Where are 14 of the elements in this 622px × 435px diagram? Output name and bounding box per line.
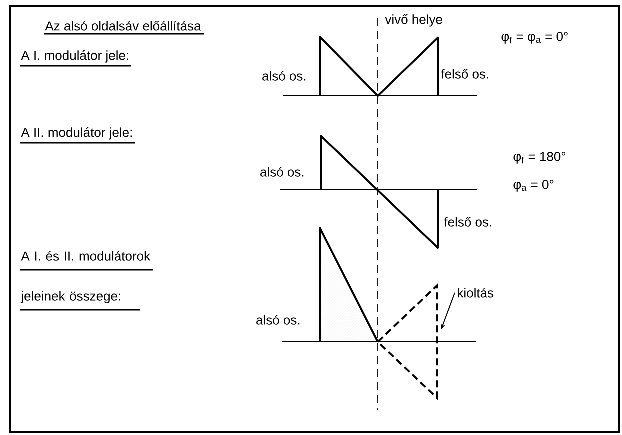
band-label: alsó os. [262, 71, 306, 81]
carrier-label: vivő helye [385, 14, 442, 27]
phase-formula: φ$_{a}$ = 0° [514, 180, 554, 192]
title: Az alsó oldalsáv előállítása [45, 21, 202, 31]
band-label: felső os. [444, 217, 492, 227]
phase-formula: φ$_{f}$ = φ$_{a}$ = 0° [502, 32, 568, 44]
section-heading: A II. modulátor jele: [21, 128, 132, 140]
callout-label: kioltás [458, 288, 494, 298]
section-heading: A I. modulátor jele: [21, 50, 128, 63]
band-label: alsó os. [256, 315, 300, 325]
phase-formula: φ$_{f}$ = 180° [514, 152, 566, 164]
band-label: felső os. [441, 69, 488, 79]
section-heading: A I. és II. modulátorok jeleinek összege: [20, 251, 151, 304]
band-label: alsó os. [260, 167, 304, 177]
